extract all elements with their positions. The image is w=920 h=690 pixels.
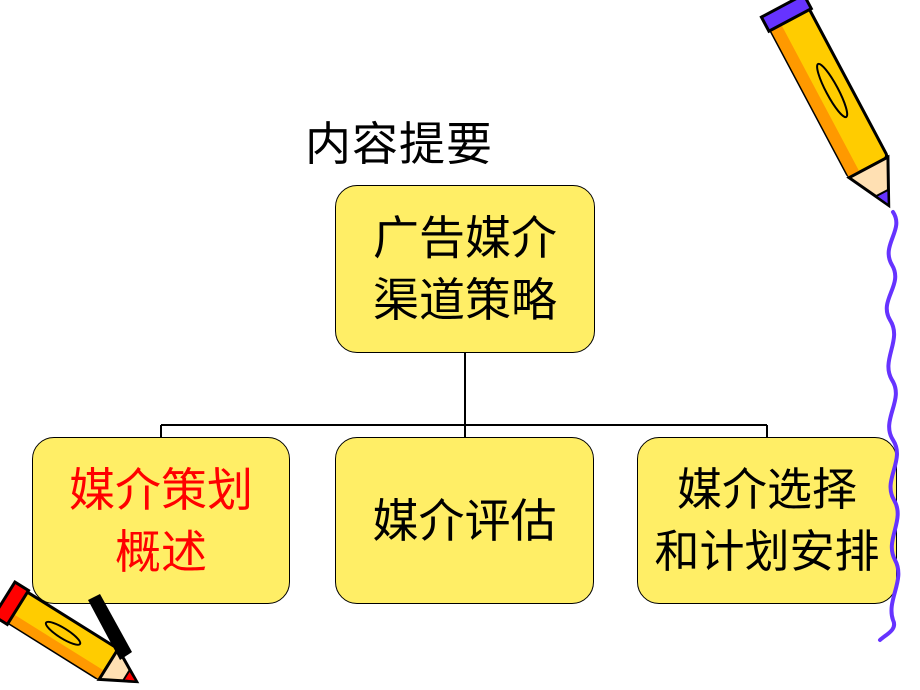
root-node-line1: 广告媒介 xyxy=(373,211,557,265)
pencil-shadow xyxy=(88,594,132,660)
child-node-media-planning: 媒介策划 概述 xyxy=(32,437,290,604)
child-node-media-evaluation: 媒介评估 xyxy=(335,437,594,604)
pencil-icon xyxy=(0,579,140,684)
page-title: 内容提要 xyxy=(305,117,493,171)
child-node-2-line1: 媒介评估 xyxy=(372,493,557,548)
root-node-line2: 渠道策略 xyxy=(373,273,557,327)
child-node-media-selection: 媒介选择 和计划安排 xyxy=(637,437,897,604)
child-node-1-line1: 媒介策划 xyxy=(69,462,253,517)
child-node-3-line1: 媒介选择 xyxy=(676,462,857,516)
squiggle-line xyxy=(878,210,901,642)
root-node: 广告媒介 渠道策略 xyxy=(335,185,595,353)
child-node-3-line2: 和计划安排 xyxy=(654,524,880,578)
child-node-1-line2: 概述 xyxy=(115,524,207,579)
pencil-icon xyxy=(759,0,891,209)
